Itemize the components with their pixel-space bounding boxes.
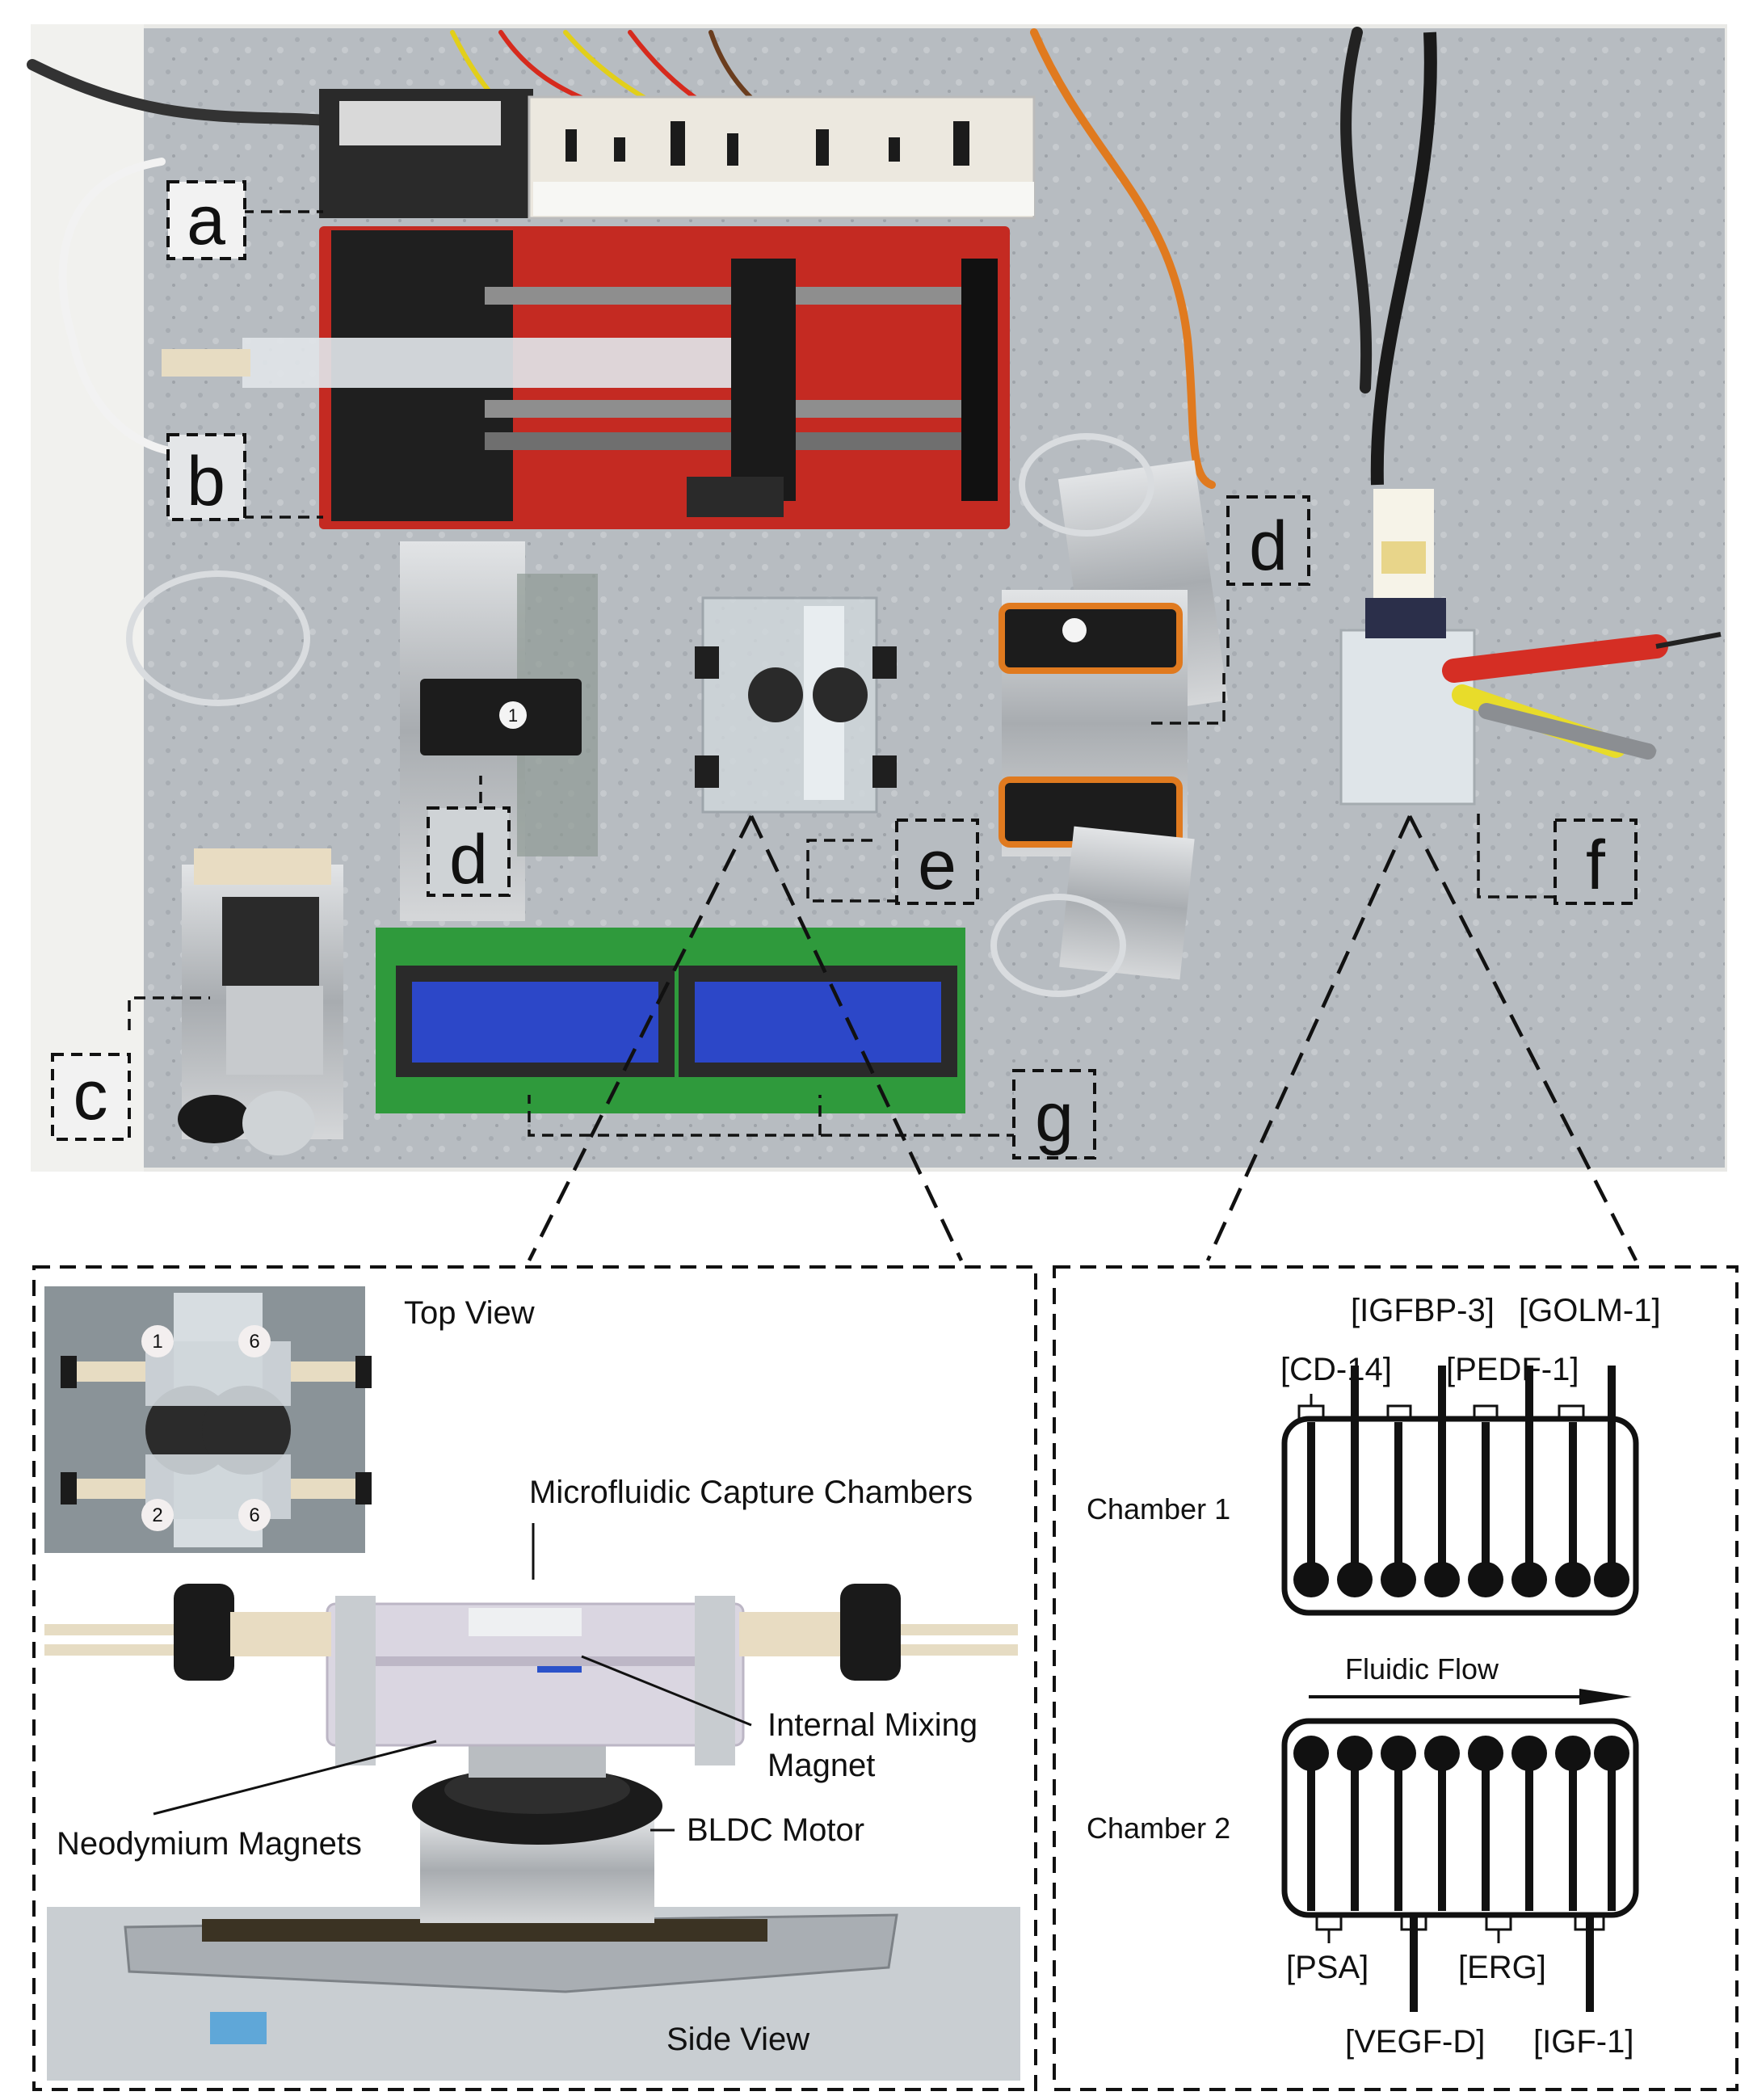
callout-f: f — [1553, 819, 1638, 905]
fluidic-flow-arrow — [1309, 1689, 1632, 1705]
marker-golm1: [GOLM-1] — [1519, 1293, 1661, 1328]
marker-erg: [ERG] — [1458, 1950, 1546, 1985]
neodymium-magnets-label: Neodymium Magnets — [57, 1826, 362, 1862]
port-label-3: 2 — [152, 1505, 162, 1526]
zoom-leaders — [527, 814, 1638, 1262]
callout-b-label: b — [187, 443, 225, 520]
marker-igfbp3: [IGFBP-3] — [1351, 1293, 1495, 1328]
port-label-1: 1 — [152, 1331, 162, 1353]
callout-e-label: e — [918, 827, 956, 904]
fluidic-flow-label: Fluidic Flow — [1345, 1652, 1499, 1685]
bldc-motor-label: BLDC Motor — [687, 1812, 864, 1848]
chamber-block — [326, 1602, 745, 1747]
svg-text:1: 1 — [508, 705, 518, 726]
mixing-magnet-label-line2: Magnet — [767, 1748, 875, 1783]
left-detail-panel: 1 6 2 6 Top View — [32, 1265, 1037, 2091]
callout-d-right-label: d — [1249, 507, 1288, 585]
marker-igf1: [IGF-1] — [1533, 2024, 1633, 2060]
callout-b: b — [166, 433, 246, 521]
servo-2-top — [999, 603, 1183, 674]
callout-f-label: f — [1586, 827, 1606, 904]
chamber-1-array — [1281, 1366, 1639, 1616]
top-view-label: Top View — [404, 1295, 535, 1331]
callout-g-label: g — [1035, 1079, 1074, 1156]
port-label-4: 6 — [249, 1505, 259, 1526]
marker-cd14: [CD-14] — [1280, 1352, 1392, 1387]
chamber-1-label: Chamber 1 — [1087, 1492, 1230, 1526]
marker-psa: [PSA] — [1286, 1950, 1369, 1985]
callout-a-label: a — [187, 182, 225, 259]
syringe — [242, 338, 743, 388]
mixing-magnet-label-line1: Internal Mixing — [767, 1707, 978, 1743]
callout-d-left: d — [427, 806, 511, 898]
callout-c: c — [51, 1053, 131, 1141]
capture-chambers-label: Microfluidic Capture Chambers — [529, 1475, 973, 1510]
right-detail-panel: Chamber 1 Chamber 2 Fluidic Flow [CD-14]… — [1053, 1265, 1738, 2091]
callout-d-right: d — [1226, 495, 1310, 586]
chamber-2-array — [1281, 1718, 1639, 2012]
side-view-photo — [44, 1584, 1020, 2081]
callout-c-label: c — [74, 1057, 108, 1134]
callout-a: a — [166, 180, 246, 260]
chamber-2-label: Chamber 2 — [1087, 1812, 1230, 1845]
device-photo: 1 — [27, 24, 1727, 1172]
marker-pedf1: [PEDF-1] — [1446, 1352, 1579, 1387]
port-label-2: 6 — [249, 1331, 259, 1353]
sensor-chip — [1339, 629, 1476, 806]
callout-g: g — [1012, 1069, 1096, 1159]
callout-e: e — [895, 819, 979, 905]
callout-d-left-label: d — [449, 821, 488, 898]
top-view-inset: 1 6 2 6 — [44, 1286, 372, 1553]
side-view-label: Side View — [666, 2022, 809, 2057]
marker-vegfd: [VEGF-D] — [1345, 2024, 1485, 2060]
